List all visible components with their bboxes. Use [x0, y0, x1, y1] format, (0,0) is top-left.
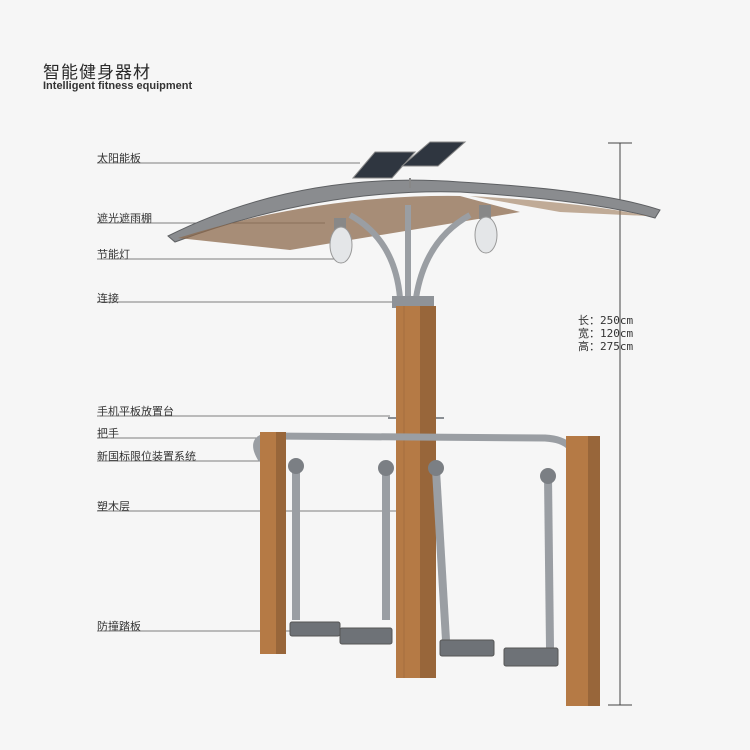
label-limit-system: 新国标限位装置系统 [97, 450, 196, 463]
height-dimension-line [608, 142, 632, 706]
pedals [289, 621, 559, 667]
label-device-stand: 手机平板放置台 [97, 405, 174, 418]
dimension-length: 长：250cm [578, 314, 634, 327]
swing-legs [292, 468, 554, 649]
dimension-width: 宽：120cm [578, 327, 634, 340]
label-handle: 把手 [97, 427, 119, 440]
label-wood-layer: 塑木层 [97, 500, 130, 513]
connector-collar [392, 296, 434, 308]
title-english: Intelligent fitness equipment [43, 80, 193, 92]
limit-joints [288, 458, 556, 484]
side-posts [260, 432, 600, 706]
label-pedal: 防撞踏板 [97, 620, 141, 633]
canopy-shape [167, 179, 661, 250]
dimension-height: 高：275cm [578, 340, 634, 353]
title-chinese: 智能健身器材 [43, 63, 151, 83]
label-canopy: 遮光遮雨棚 [97, 212, 152, 225]
solar-panels [351, 141, 467, 188]
dimensions-block: 长：250cm 宽：120cm 高：275cm [578, 314, 633, 353]
label-lamp: 节能灯 [97, 248, 130, 261]
main-post [396, 306, 436, 678]
label-solar-panel: 太阳能板 [97, 152, 141, 165]
support-arms [348, 205, 472, 300]
lamps [329, 205, 498, 264]
